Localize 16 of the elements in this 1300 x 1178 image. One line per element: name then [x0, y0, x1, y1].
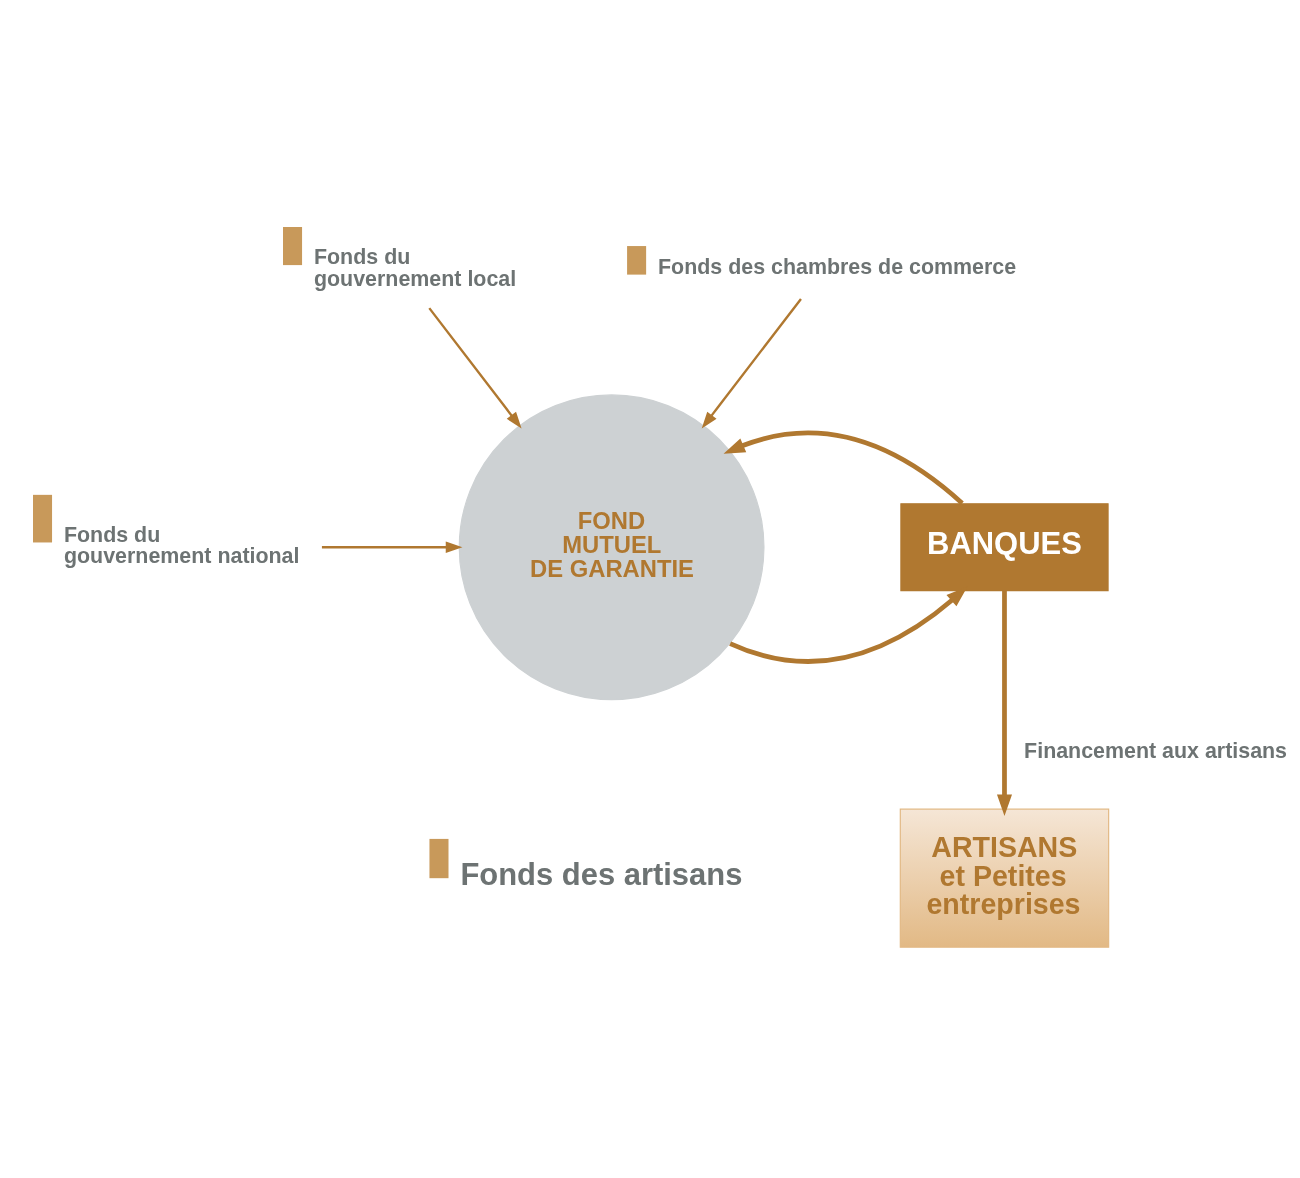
node-label: Fonds du gouvernement national: [63, 522, 300, 568]
node-box: BANQUES: [900, 502, 1109, 591]
node-box: ARTISANS et Petites entreprises: [899, 808, 1110, 948]
node-circle: FOND MUTUEL DE GARANTIE: [458, 393, 765, 700]
node-box: [283, 226, 303, 265]
arrow: [996, 590, 1012, 816]
node-label: Fonds du gouvernement local: [313, 244, 517, 291]
node-label: Fonds des chambres de commerce: [658, 254, 1017, 279]
edge-label: Financement aux artisans: [1024, 738, 1288, 763]
node-box: [33, 494, 53, 542]
node-box: [627, 245, 647, 275]
label: Fonds des artisans: [460, 856, 743, 892]
arrow: [321, 540, 463, 553]
arrow: [701, 297, 802, 428]
arrow: [723, 430, 964, 505]
arrow: [428, 306, 522, 428]
